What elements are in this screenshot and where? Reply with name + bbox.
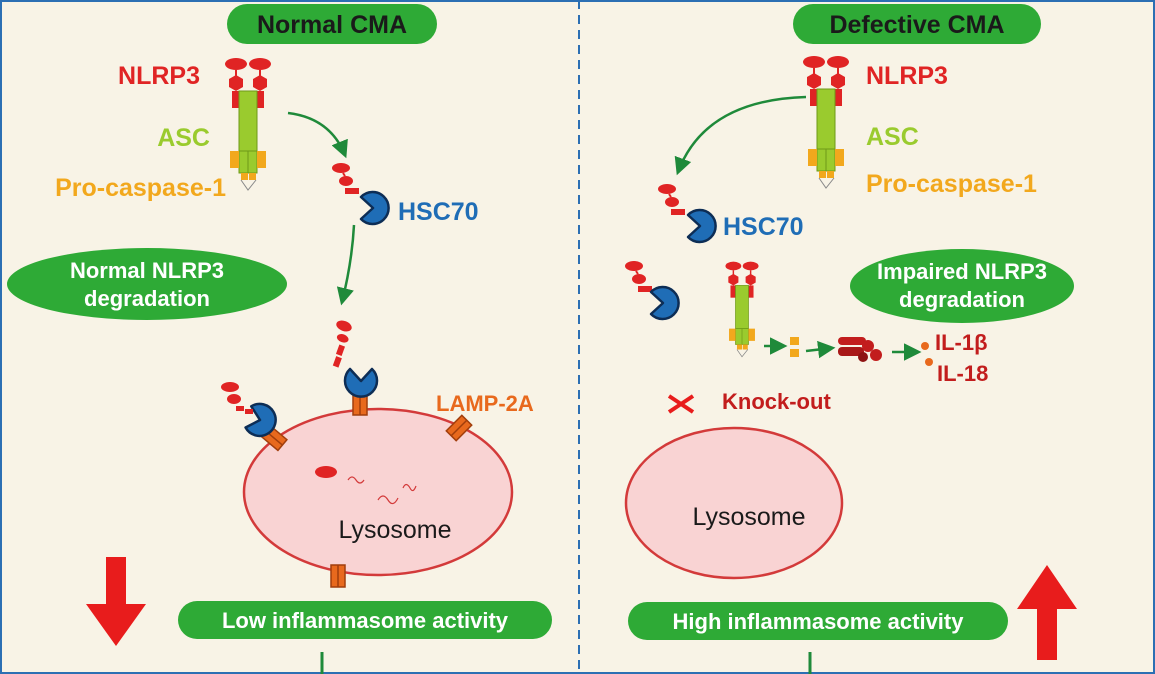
right-free-hsc70: [649, 285, 680, 321]
down-arrow-icon: [86, 557, 146, 646]
left-title-pill: [227, 4, 437, 44]
peptide-squiggle: [402, 483, 417, 492]
right-title: Defective CMA: [829, 11, 1004, 39]
right-hsc70: [686, 208, 717, 244]
active-caspase-1: [790, 337, 799, 345]
degraded-fragment: [315, 466, 337, 478]
left-label-nlrp3: NLRP3: [118, 62, 200, 90]
left-label-procaspase: Pro-caspase-1: [55, 174, 226, 202]
right-arrow-to-hsc70: [674, 95, 807, 176]
left-substrate-chain-top: [332, 320, 352, 368]
left-degradation-line2: degradation: [84, 286, 210, 311]
right-activity: High inflammasome activity: [673, 609, 965, 634]
left-degradation-line1: Normal NLRP3: [70, 258, 224, 283]
pro-il-cluster: [838, 337, 882, 362]
knockout-x-icon: [667, 394, 695, 414]
up-arrow-icon: [1017, 565, 1077, 660]
right-label-procaspase: Pro-caspase-1: [866, 170, 1037, 198]
right-small-complex: [724, 260, 760, 358]
left-lysosome: [242, 407, 514, 577]
left-activity: Low inflammasome activity: [222, 608, 509, 633]
lamp2a-receptor: [330, 564, 346, 588]
right-title-pill: [793, 4, 1041, 44]
active-caspase-2: [790, 349, 799, 357]
left-arrow-to-lysosome: [336, 224, 356, 306]
right-label-hsc70: HSC70: [723, 213, 804, 241]
right-panel: Defective CMA NLRP3 ASC Pro-caspase-1 HS…: [624, 4, 1077, 674]
right-label-lysosome: Lysosome: [692, 503, 805, 531]
right-label-nlrp3: NLRP3: [866, 62, 948, 90]
right-inflammasome-complex: [802, 55, 850, 189]
right-label-asc: ASC: [866, 123, 919, 151]
left-degradation-pill: [7, 248, 287, 320]
right-label-il18: IL-18: [937, 361, 988, 386]
left-label-lamp2a: LAMP-2A: [436, 391, 534, 416]
left-panel: Normal CMA NLRP3 ASC Pro-caspase-1 HSC70…: [7, 4, 552, 674]
left-title: Normal CMA: [257, 11, 407, 39]
right-degradation-line1: Impaired NLRP3: [877, 259, 1047, 284]
arrow-to-pro-il: [805, 340, 836, 359]
right-activity-pill: [628, 602, 1008, 640]
right-lysosome: [624, 426, 844, 580]
left-activity-pill: [178, 601, 552, 639]
il18-dot: [925, 358, 933, 366]
left-label-hsc70: HSC70: [398, 198, 479, 226]
il1b-dot: [921, 342, 929, 350]
left-arrow-to-hsc70: [287, 111, 348, 159]
right-degradation-line2: degradation: [899, 287, 1025, 312]
right-label-knockout: Knock-out: [722, 389, 831, 414]
left-inflammasome-complex: [224, 57, 272, 191]
peptide-squiggle: [377, 495, 399, 505]
right-label-il1b: IL-1β: [935, 330, 988, 355]
left-label-asc: ASC: [157, 124, 210, 152]
left-substrate-chain: [331, 162, 360, 195]
right-substrate-chain: [657, 183, 686, 216]
left-hsc70-bound: [343, 367, 379, 398]
left-hsc70: [359, 190, 390, 226]
left-label-lysosome: Lysosome: [338, 516, 451, 544]
peptide-squiggle: [347, 476, 365, 484]
left-substrate-chain-side: [221, 382, 253, 414]
right-degradation-pill: [850, 249, 1074, 323]
right-free-substrate: [624, 260, 653, 293]
